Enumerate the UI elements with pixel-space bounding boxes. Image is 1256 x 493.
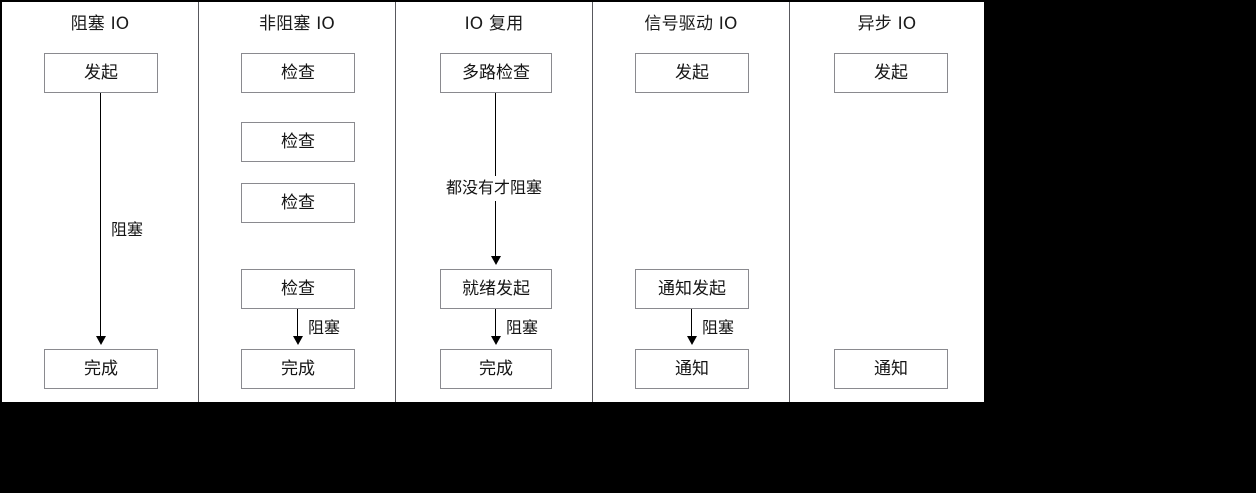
node-blocking-io-start[interactable]: 发起 <box>44 53 158 93</box>
connector-signal-driven-io-1 <box>691 309 692 336</box>
column-title-signal-driven-io: 信号驱动 IO <box>644 14 738 34</box>
edge-label-blocking-io-1: 阻塞 <box>111 220 144 239</box>
node-non-blocking-done[interactable]: 完成 <box>241 349 355 389</box>
node-non-blocking-check-2[interactable]: 检查 <box>241 122 355 162</box>
connector-io-multiplexing-1b <box>495 201 496 256</box>
connector-blocking-io-1 <box>100 93 101 336</box>
column-non-blocking-io: 非阻塞 IO 检查 检查 检查 检查 阻塞 完成 <box>199 2 396 402</box>
arrowhead-non-blocking-io-1 <box>293 336 303 345</box>
connector-non-blocking-io-1 <box>297 309 298 336</box>
edge-label-signal-driven-io-1: 阻塞 <box>702 318 735 337</box>
node-blocking-io-done[interactable]: 完成 <box>44 349 158 389</box>
column-signal-driven-io: 信号驱动 IO 发起 通知发起 阻塞 通知 <box>593 2 790 402</box>
column-asynchronous-io: 异步 IO 发起 通知 <box>790 2 984 402</box>
node-signal-driven-notify[interactable]: 通知 <box>635 349 749 389</box>
node-non-blocking-check-3[interactable]: 检查 <box>241 183 355 223</box>
connector-io-multiplexing-2 <box>495 309 496 336</box>
edge-label-io-multiplexing-2: 阻塞 <box>506 318 539 337</box>
node-io-multiplexing-check[interactable]: 多路检查 <box>440 53 552 93</box>
node-non-blocking-check-4[interactable]: 检查 <box>241 269 355 309</box>
edge-label-non-blocking-io-1: 阻塞 <box>308 318 341 337</box>
node-io-multiplexing-ready-start[interactable]: 就绪发起 <box>440 269 552 309</box>
column-title-asynchronous-io: 异步 IO <box>857 14 917 34</box>
arrowhead-signal-driven-io-1 <box>687 336 697 345</box>
column-title-blocking-io: 阻塞 IO <box>70 14 130 34</box>
node-io-multiplexing-done[interactable]: 完成 <box>440 349 552 389</box>
column-title-io-multiplexing: IO 复用 <box>464 14 524 34</box>
diagram-plate: 阻塞 IO 发起 阻塞 完成 非阻塞 IO 检查 检查 检查 检查 阻塞 完成 … <box>0 0 986 404</box>
node-asynchronous-start[interactable]: 发起 <box>834 53 948 93</box>
edge-label-io-multiplexing-1: 都没有才阻塞 <box>445 178 542 197</box>
arrowhead-io-multiplexing-1 <box>491 256 501 265</box>
node-signal-driven-start[interactable]: 发起 <box>635 53 749 93</box>
arrowhead-blocking-io-1 <box>96 336 106 345</box>
node-asynchronous-notify[interactable]: 通知 <box>834 349 948 389</box>
column-io-multiplexing: IO 复用 多路检查 都没有才阻塞 就绪发起 阻塞 完成 <box>396 2 593 402</box>
connector-io-multiplexing-1a <box>495 93 496 176</box>
arrowhead-io-multiplexing-2 <box>491 336 501 345</box>
node-non-blocking-check-1[interactable]: 检查 <box>241 53 355 93</box>
column-title-non-blocking-io: 非阻塞 IO <box>259 14 335 34</box>
column-blocking-io: 阻塞 IO 发起 阻塞 完成 <box>2 2 199 402</box>
node-signal-driven-notify-start[interactable]: 通知发起 <box>635 269 749 309</box>
